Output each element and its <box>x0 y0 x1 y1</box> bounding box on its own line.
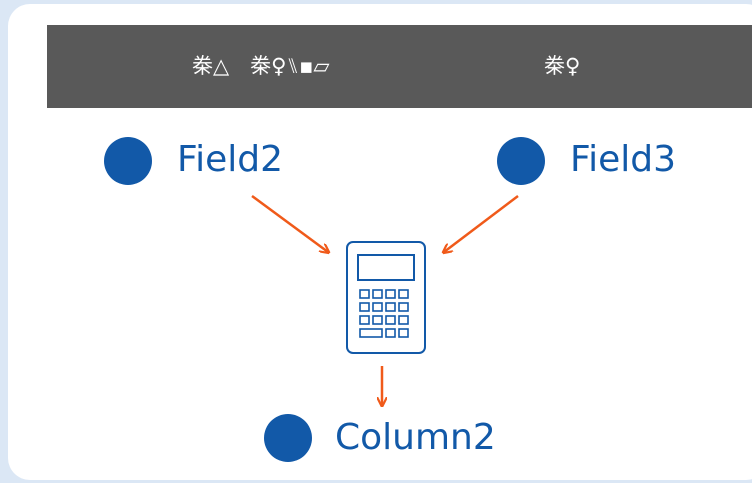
field-a-dot <box>104 137 152 185</box>
header-left-text: 桊△ 桊♀⑊▪▱ <box>192 54 330 78</box>
field-a-label: Field2 <box>177 139 283 180</box>
arrow-field-a-to-calc <box>251 194 328 252</box>
result-dot <box>264 414 312 462</box>
field-b-dot <box>497 137 545 185</box>
field-b-label: Field3 <box>570 139 676 180</box>
arrow-field-b-to-calc <box>444 195 519 252</box>
header-right-text: 桊♀ <box>544 54 581 78</box>
header-bar: 桊△ 桊♀⑊▪▱ 桊♀ <box>47 25 752 108</box>
calculator-icon <box>346 241 426 354</box>
result-label: Column2 <box>335 417 496 458</box>
